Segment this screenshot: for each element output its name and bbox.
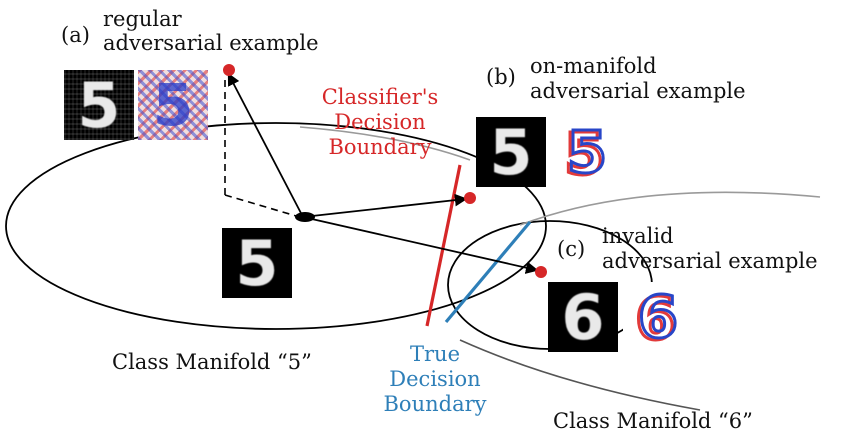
classifier-boundary-line2: Decision xyxy=(334,110,426,134)
perturbation-glyph-blue: 5 xyxy=(565,117,608,187)
digit-glyph: 5 xyxy=(489,117,533,187)
label-b-line1: on-manifold xyxy=(530,54,657,78)
invalid-adversarial-image: 6 xyxy=(548,282,618,352)
manifold-5-grey-curve xyxy=(299,126,471,161)
true-boundary-line2: Decision xyxy=(389,367,481,391)
classifier-boundary-line3: Boundary xyxy=(328,135,432,159)
regular-adversarial-image: 5 xyxy=(64,70,134,140)
perturbation-glyph-blue: 6 xyxy=(636,282,679,352)
on-manifold-perturbation-image: 5 5 xyxy=(552,117,622,187)
perturbation-glyph-red: 5 xyxy=(562,119,605,188)
on-manifold-adversarial-point xyxy=(464,192,476,204)
projection-dashed-line-2 xyxy=(224,194,304,219)
class-manifold-6-label: Class Manifold “6” xyxy=(553,409,753,433)
class-manifold-5-label: Class Manifold “5” xyxy=(112,350,312,374)
true-decision-boundary xyxy=(444,220,532,324)
true-boundary-line3: Boundary xyxy=(383,392,487,416)
digit-glyph: 5 xyxy=(235,228,279,298)
digit-glyph: 6 xyxy=(561,282,605,352)
true-boundary-line1: True xyxy=(410,342,460,366)
label-c-line1: invalid xyxy=(602,224,674,248)
arrow-to-on-manifold xyxy=(302,193,468,218)
class-manifold-5-ellipse xyxy=(5,122,547,330)
label-b-letter: (b) xyxy=(486,65,516,89)
regular-adversarial-point xyxy=(223,64,235,76)
invalid-adversarial-point xyxy=(535,266,547,278)
label-a-line2: adversarial example xyxy=(103,31,319,55)
clean-example-image: 5 xyxy=(222,228,292,298)
regular-perturbation-image: 5 xyxy=(138,70,208,140)
label-c-line2: adversarial example xyxy=(602,249,818,273)
classifier-decision-boundary xyxy=(425,164,462,327)
perturbation-glyph: 5 xyxy=(152,71,194,139)
on-manifold-adversarial-image: 5 xyxy=(476,117,546,187)
invalid-perturbation-image: 6 6 xyxy=(623,282,693,352)
arrow-to-regular xyxy=(227,72,304,218)
clean-example-point xyxy=(295,212,315,222)
classifier-boundary-line1: Classifier's xyxy=(321,85,439,109)
label-c-letter: (c) xyxy=(557,237,586,261)
label-b-line2: adversarial example xyxy=(530,79,746,103)
label-a-line1: regular xyxy=(103,7,182,31)
label-a-letter: (a) xyxy=(61,23,90,47)
perturbation-glyph-red: 6 xyxy=(633,284,676,353)
arrow-to-invalid xyxy=(302,216,539,274)
digit-glyph: 5 xyxy=(77,70,121,140)
manifold-6-grey-curve-upper xyxy=(519,191,821,226)
manifold-6-grey-curve-lower xyxy=(459,339,701,411)
